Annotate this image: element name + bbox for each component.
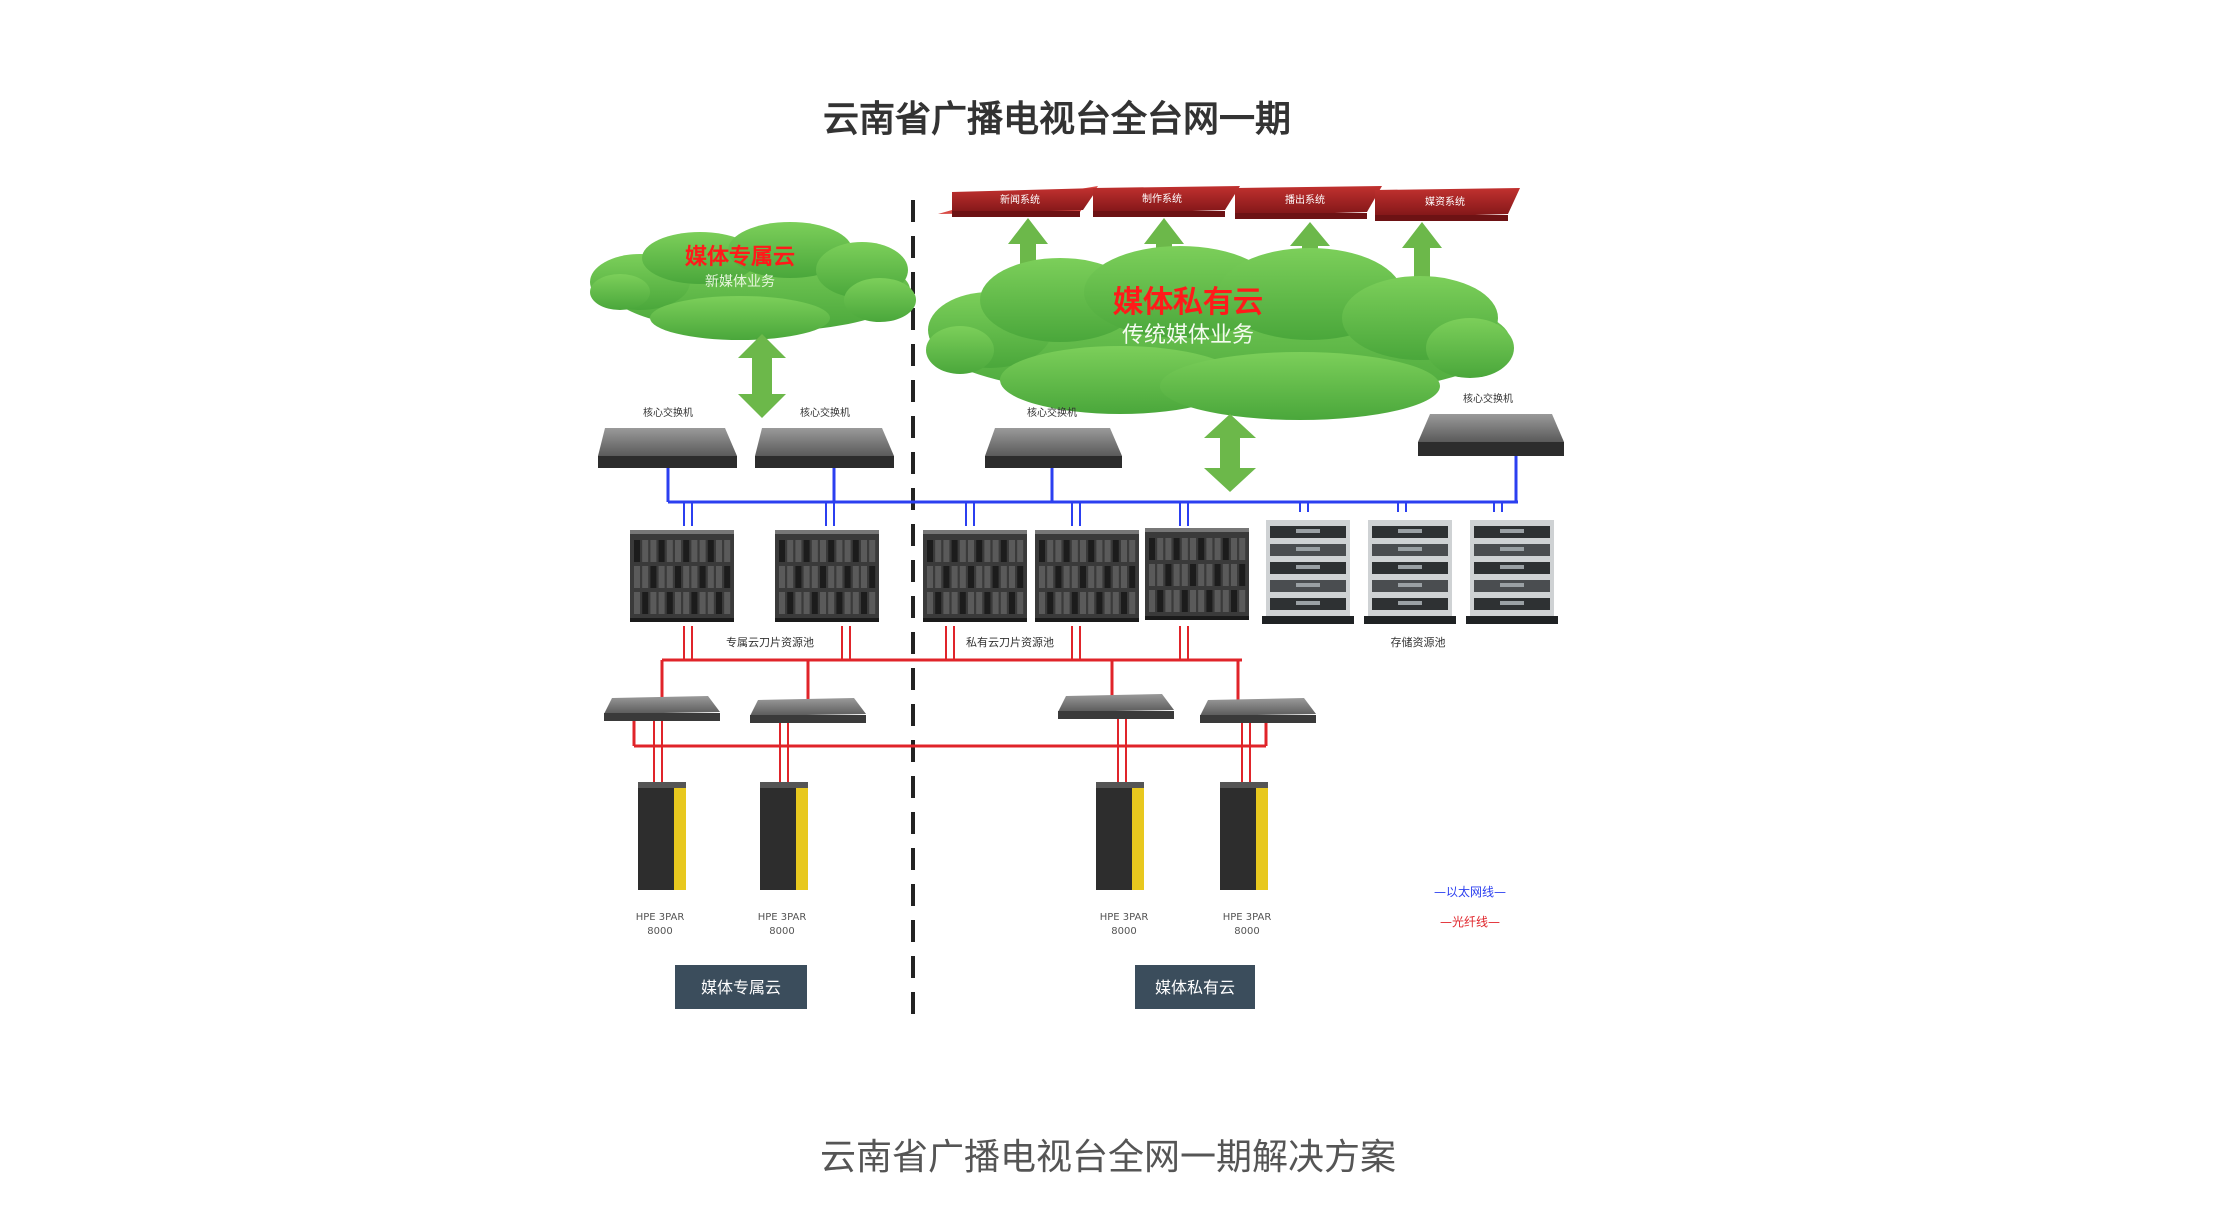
storage-array: HPE 3PAR 8000	[1220, 782, 1271, 937]
zone-label-dedicated: 媒体专属云	[675, 965, 807, 1009]
cloud-media-dedicated: 媒体专属云 新媒体业务	[590, 222, 916, 340]
core-switch: 核心交换机	[598, 406, 737, 468]
blade-server	[630, 530, 734, 622]
storage-pool	[1262, 520, 1558, 624]
core-switch-label: 核心交换机	[643, 406, 693, 419]
double-arrow-right	[1204, 414, 1256, 492]
core-switch: 核心交换机	[985, 406, 1122, 468]
storage-array-model: HPE 3PAR	[1100, 912, 1149, 923]
fiber-switch	[750, 698, 866, 723]
cloud-subtitle: 传统媒体业务	[1122, 323, 1254, 348]
blade-servers	[630, 528, 1249, 622]
system-box-label: 新闻系统	[1000, 193, 1040, 206]
blade-pool-label: 专属云刀片资源池	[726, 635, 814, 649]
blade-server	[1035, 530, 1139, 622]
storage-array: HPE 3PAR 8000	[1096, 782, 1148, 937]
double-arrow-left	[738, 334, 786, 418]
fiber-network	[632, 626, 1268, 786]
storage-unit	[1364, 520, 1456, 624]
core-switch: 核心交换机	[755, 406, 894, 468]
storage-array-model: HPE 3PAR	[758, 912, 807, 923]
storage-array: HPE 3PAR 8000	[636, 782, 686, 937]
fiber-switch	[1058, 694, 1174, 719]
system-box-production: 制作系统	[1093, 186, 1240, 217]
core-switch-label: 核心交换机	[1463, 392, 1513, 405]
cloud-title: 媒体私有云	[1113, 285, 1263, 320]
fiber-switch	[604, 696, 720, 721]
legend-ethernet: —以太网线—	[1434, 884, 1506, 899]
core-switch-label: 核心交换机	[1027, 406, 1077, 419]
storage-array-model: HPE 3PAR	[1223, 912, 1272, 923]
storage-pool-label: 存储资源池	[1391, 635, 1446, 649]
cloud-subtitle: 新媒体业务	[705, 274, 775, 290]
blade-server	[1145, 528, 1249, 620]
fiber-switch	[1200, 698, 1316, 723]
figure-caption: 云南省广播电视台全网一期解决方案	[819, 1137, 1396, 1178]
zone-label-private: 媒体私有云	[1135, 965, 1255, 1009]
cloud-media-private: 媒体私有云 传统媒体业务	[926, 246, 1514, 420]
storage-unit	[1466, 520, 1558, 624]
system-box-label: 媒资系统	[1425, 195, 1465, 208]
zone-label-text: 媒体私有云	[1155, 978, 1235, 997]
blade-server	[923, 530, 1027, 622]
system-box-media-asset: 媒资系统	[1375, 188, 1520, 221]
system-box-label: 播出系统	[1285, 193, 1325, 206]
storage-array-model: HPE 3PAR	[636, 912, 685, 923]
storage-unit	[1262, 520, 1354, 624]
system-box-label: 制作系统	[1142, 192, 1182, 205]
system-box-news: 新闻系统	[938, 186, 1098, 217]
blade-pool-label: 私有云刀片资源池	[966, 635, 1054, 649]
storage-array-series: 8000	[1111, 926, 1136, 937]
core-switch: 核心交换机	[1418, 392, 1564, 456]
diagram-title: 云南省广播电视台全台网一期	[823, 98, 1291, 140]
zone-label-text: 媒体专属云	[701, 978, 781, 997]
storage-array-series: 8000	[769, 926, 794, 937]
core-switch-label: 核心交换机	[800, 406, 850, 419]
blade-server	[775, 530, 879, 622]
legend: —以太网线— —光纤线—	[1434, 884, 1506, 929]
storage-array-series: 8000	[647, 926, 672, 937]
legend-fiber: —光纤线—	[1440, 915, 1500, 929]
system-box-playout: 播出系统	[1235, 186, 1382, 219]
ethernet-network	[666, 456, 1518, 526]
cloud-title: 媒体专属云	[685, 244, 795, 270]
storage-array: HPE 3PAR 8000	[758, 782, 808, 937]
up-arrow-icon	[1402, 222, 1442, 284]
storage-array-series: 8000	[1234, 926, 1259, 937]
